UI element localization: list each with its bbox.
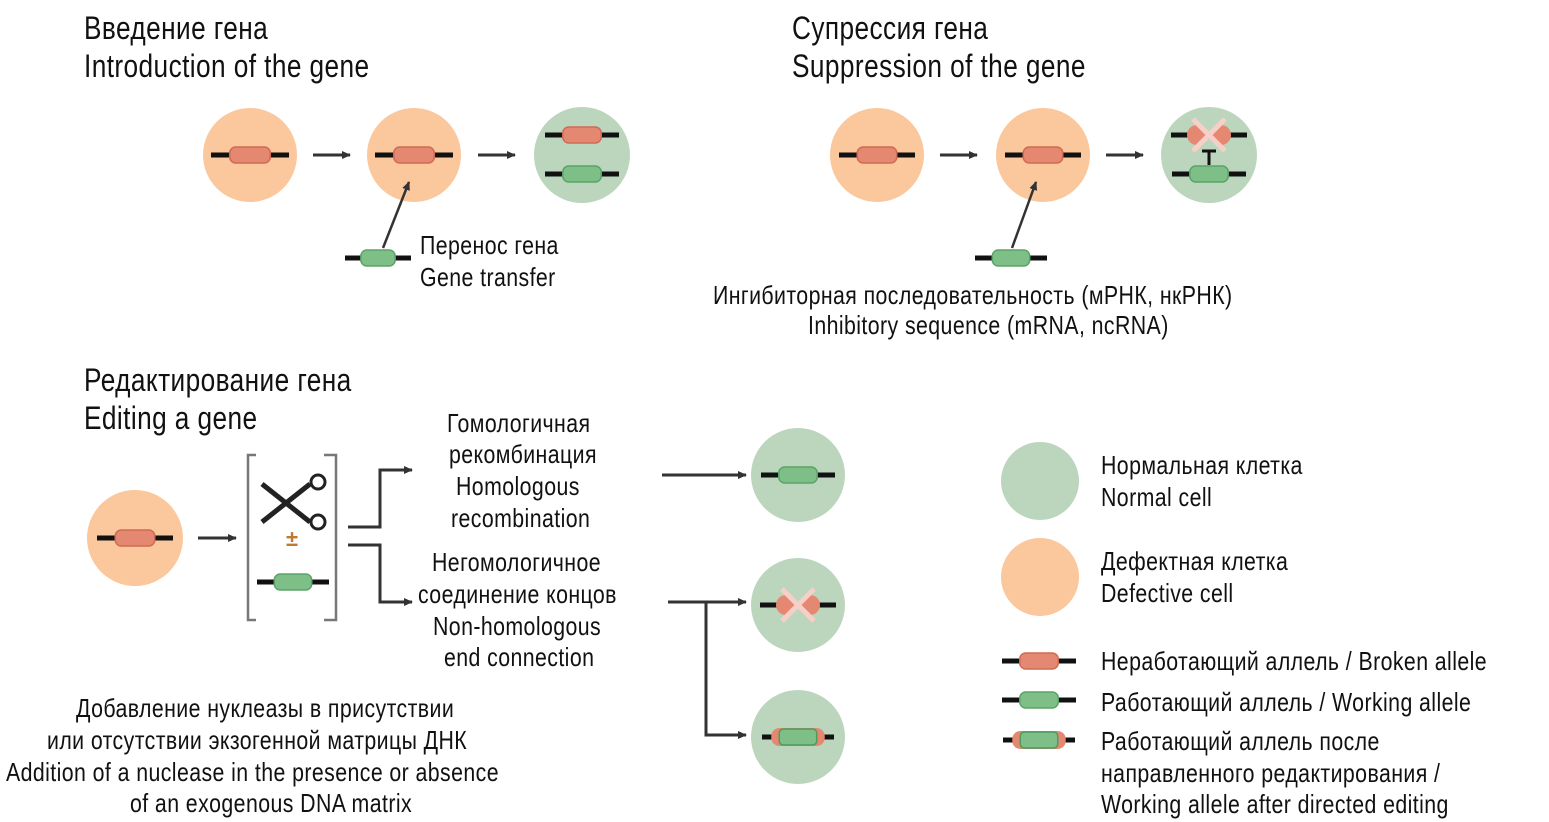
editing-title-ru: Редактирование гена [84,362,352,398]
plus-minus-sign: ± [286,526,299,551]
legend-edited-allele-2: направленного редактирования / [1101,758,1441,788]
inhibitory-label-ru: Ингибиторная последовательность (мРНК, н… [713,280,1233,310]
nhej-edited-result-arrow [704,602,747,739]
editing-title-en: Editing a gene [84,400,258,436]
broken-allele-box [228,146,272,164]
legend-edited-allele-1: Работающий аллель после [1101,726,1380,756]
working-allele [1172,165,1246,183]
broken-allele-box [1022,146,1064,164]
gene-transfer-arrow [381,181,411,249]
broken-allele [839,146,915,164]
broken-allele [1005,146,1081,164]
disrupted-allele [760,587,836,623]
broken-allele-box [1019,652,1059,670]
broken-allele [211,146,289,164]
cross-out-icon [780,587,816,623]
broken-allele [545,126,619,144]
nonhomologous-branch-arrow [348,543,413,606]
broken-allele-box [392,146,436,164]
homologous-en-1: Homologous [456,471,580,501]
caption-line-2: или отсутствии экзогенной матрицы ДНК [47,725,468,755]
working-allele-box [1019,691,1059,709]
suppression-title-en: Suppression of the gene [792,48,1086,84]
caption-line-3: Addition of a nuclease in the presence o… [6,757,500,787]
edited-allele-core [1019,731,1059,749]
working-allele-box [1189,165,1229,183]
legend-broken-allele: Неработающий аллель / Broken allele [1101,646,1488,676]
legend-normal-cell-swatch [1001,442,1079,520]
legend-working-allele: Работающий аллель / Working allele [1101,687,1472,717]
legend-normal-cell-en: Normal cell [1101,482,1213,512]
normal-cell [534,107,630,203]
nonhomologous-en-2: end connection [444,642,595,672]
homologous-en-2: recombination [451,503,591,533]
working-allele-box [562,165,602,183]
inhibitory-allele [975,249,1047,267]
working-allele [545,165,619,183]
right-bracket [324,453,338,622]
working-allele-box [778,466,818,484]
inhibitory-label-en: Inhibitory sequence (mRNA, ncRNA) [808,310,1169,340]
legend-broken-allele-swatch [1002,652,1076,670]
legend-working-allele-swatch [1002,691,1076,709]
legend-defective-cell-ru: Дефектная клетка [1101,546,1289,576]
edited-allele-core [778,728,818,746]
broken-allele [97,529,173,547]
repaired-allele [761,466,835,484]
legend-edited-allele-swatch [1003,731,1075,749]
gene-transfer-label-en: Gene transfer [420,262,556,292]
donor-template-allele [257,573,329,591]
left-bracket [246,453,256,622]
working-allele-box [360,249,396,267]
caption-line-4: of an exogenous DNA matrix [130,788,413,818]
homologous-ru-1: Гомологичная [447,408,591,438]
inhibitory-arrow [1010,181,1038,249]
legend-normal-cell-ru: Нормальная клетка [1101,450,1303,480]
legend-defective-cell-swatch [1001,538,1079,616]
caption-line-1: Добавление нуклеазы в присутствии [76,693,455,723]
nonhomologous-ru-2: соединение концов [418,579,617,609]
working-allele-box [273,573,313,591]
broken-allele [375,146,453,164]
scissors-handle [309,513,327,531]
legend-edited-allele-3: Working allele after directed editing [1101,789,1449,819]
silenced-allele [1171,117,1247,153]
intro-title-ru: Введение гена [84,10,269,46]
scissors-icon [260,473,327,531]
legend-defective-cell-en: Defective cell [1101,578,1234,608]
broken-allele-box [562,126,602,144]
inhibition-bar [1202,149,1216,165]
gene-transfer-label-ru: Перенос гена [420,230,559,260]
edited-allele [762,728,834,746]
gene-transfer-allele [345,249,411,267]
homologous-branch-arrow [348,466,413,529]
suppression-title-ru: Супрессия гена [792,10,989,46]
scissors-blade [260,482,312,524]
intro-title-en: Introduction of the gene [84,48,370,84]
cross-out-icon [1191,117,1227,153]
nonhomologous-en-1: Non-homologous [433,611,602,641]
homologous-ru-2: рекомбинация [449,439,597,469]
scissors-handle [309,473,327,491]
broken-allele-box [856,146,898,164]
broken-allele-box [114,529,156,547]
nonhomologous-ru-1: Негомологичное [432,547,602,577]
working-allele-box [991,249,1031,267]
